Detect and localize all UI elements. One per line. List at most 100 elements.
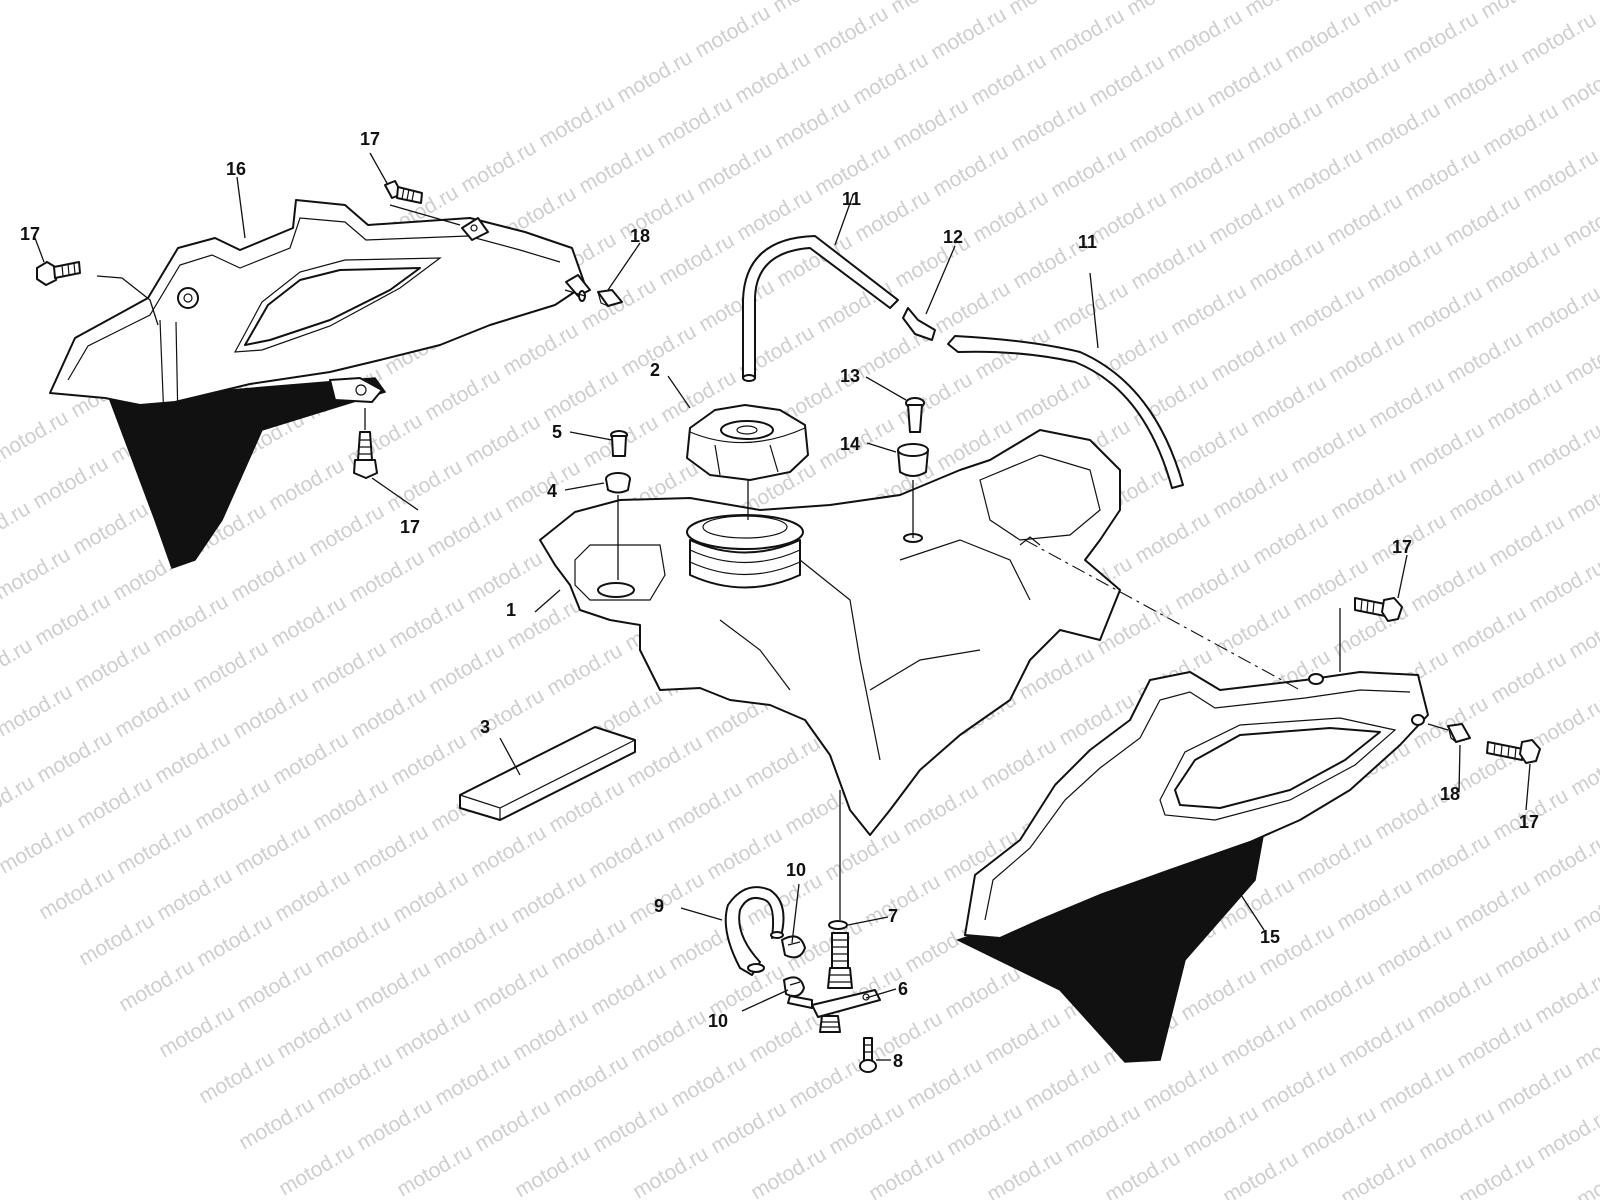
watermark-text: motod.ru [1205, 188, 1288, 249]
watermark-text: motod.ru [927, 3, 1010, 64]
watermark-text: motod.ru [191, 773, 274, 834]
watermark-text: motod.ru [1021, 1054, 1104, 1115]
watermark-text: motod.ru [267, 591, 350, 652]
watermark-text: motod.ru [863, 1007, 946, 1068]
watermark-text: motod.ru [1177, 964, 1260, 1025]
watermark-text: motod.ru [1087, 187, 1170, 248]
watermark-text: motod.ru [33, 726, 116, 787]
watermark-text: motod.ru [193, 910, 276, 971]
watermark-text: motod.ru [1573, 1150, 1600, 1200]
watermark-text: motod.ru [577, 274, 660, 335]
watermark-text: motod.ru [425, 638, 508, 699]
watermark-text: motod.ru [1451, 875, 1534, 936]
watermark-text: motod.ru [1171, 553, 1254, 614]
watermark-text: motod.ru [695, 275, 778, 336]
watermark-text: motod.ru [535, 91, 618, 152]
watermark-text: motod.ru [73, 772, 156, 833]
watermark-text: motod.ru [821, 824, 904, 885]
watermark-text: motod.ru [1447, 601, 1530, 662]
watermark-text: motod.ru [1219, 1147, 1302, 1200]
watermark-text: motod.ru [231, 819, 314, 880]
watermark-text: motod.ru [1441, 190, 1524, 251]
watermark-text: motod.ru [743, 869, 826, 930]
watermark-text: motod.ru [463, 547, 546, 608]
watermark-text: motod.ru [233, 956, 316, 1017]
watermark-text: motod.ru [0, 771, 38, 832]
watermark-text: motod.ru [747, 1143, 830, 1200]
watermark-text: motod.ru [943, 1099, 1026, 1160]
watermark-text: motod.ru [71, 635, 154, 696]
watermark-text: motod.ru [1163, 5, 1246, 66]
watermark-text: motod.ru [1283, 143, 1366, 204]
watermark-text: motod.ru [825, 1098, 908, 1159]
watermark-text: motod.ru [69, 498, 152, 559]
bolt-17-right-lower [1486, 739, 1541, 764]
watermark-text: motod.ru [1211, 599, 1294, 660]
watermark-text: motod.ru [1281, 6, 1364, 67]
watermark-text: motod.ru [1295, 965, 1378, 1026]
watermark-text: motod.ru [653, 92, 736, 153]
watermark-text: motod.ru [465, 684, 548, 745]
watermark-text: motod.ru [227, 545, 310, 606]
watermark-text: motod.ru [229, 682, 312, 743]
watermark-text: motod.ru [1363, 235, 1446, 296]
watermark-text: motod.ru [1049, 278, 1132, 339]
watermark-text: motod.ru [1241, 0, 1324, 21]
watermark-text: motod.ru [1415, 1103, 1498, 1164]
watermark-text: motod.ru [113, 818, 196, 879]
watermark-text: motod.ru [1125, 96, 1208, 157]
left-side-cover [49, 199, 591, 569]
watermark-text: motod.ru [1487, 647, 1570, 708]
watermark-text: motod.ru [1179, 1101, 1262, 1162]
watermark-text: motod.ru [625, 868, 708, 929]
watermark-text: motod.ru [889, 94, 972, 155]
grommet-4 [605, 472, 631, 494]
watermark-text: motod.ru [1399, 7, 1482, 68]
watermark-text: motod.ru [501, 456, 584, 517]
callout-4: 4 [547, 481, 557, 501]
watermark-text: motod.ru [771, 93, 854, 154]
o-ring-7 [828, 920, 848, 930]
callout-1: 1 [506, 600, 516, 620]
watermark-text: motod.ru [349, 820, 432, 881]
watermark-text: motod.ru [1523, 419, 1600, 480]
watermark-text: motod.ru [1557, 54, 1600, 115]
screw-8 [859, 1037, 877, 1073]
bolt-17-top [384, 180, 423, 204]
watermark-text: motod.ru [585, 822, 668, 883]
watermark-text: motod.ru [1361, 98, 1444, 159]
watermark-text: motod.ru [745, 1006, 828, 1067]
watermark-text: motod.ru [1167, 279, 1250, 340]
watermark-text: motod.ru [1293, 828, 1376, 889]
watermark-text: motod.ru [347, 683, 430, 744]
watermark-text: motod.ru [1169, 416, 1252, 477]
watermark-text: motod.ru [627, 1005, 710, 1066]
watermark-text: motod.ru [1479, 99, 1562, 160]
watermark-text: motod.ru [0, 497, 34, 558]
watermark-text: motod.ru [1165, 142, 1248, 203]
watermark-text: motod.ru [693, 138, 776, 199]
watermark-text: motod.ru [865, 1144, 948, 1200]
breather-hose [742, 235, 1184, 489]
watermark-text: motod.ru [1561, 328, 1600, 389]
watermark-text: motod.ru [1131, 507, 1214, 568]
callout-5: 5 [552, 422, 562, 442]
watermark-text: motod.ru [1337, 1148, 1420, 1200]
watermark-text: motod.ru [1323, 189, 1406, 250]
bolt-17-bottom-left [353, 431, 378, 479]
watermark-text: motod.ru [1453, 1012, 1536, 1073]
watermark-text: motod.ru [0, 634, 36, 695]
watermark-text: motod.ru [353, 1094, 436, 1155]
watermark-text: motod.ru [1517, 8, 1600, 69]
watermark-text: motod.ru [1411, 829, 1494, 890]
watermark-text: motod.ru [703, 823, 786, 884]
watermark-text: motod.ru [629, 1142, 712, 1200]
watermark-text: motod.ru [351, 957, 434, 1018]
watermark-text: motod.ru [1257, 1056, 1340, 1117]
watermark-text: motod.ru [539, 365, 622, 426]
watermark-text: motod.ru [511, 1141, 594, 1200]
watermark-text: motod.ru [1285, 280, 1368, 341]
callout-12: 12 [943, 227, 963, 247]
watermark-text: motod.ru [383, 455, 466, 516]
